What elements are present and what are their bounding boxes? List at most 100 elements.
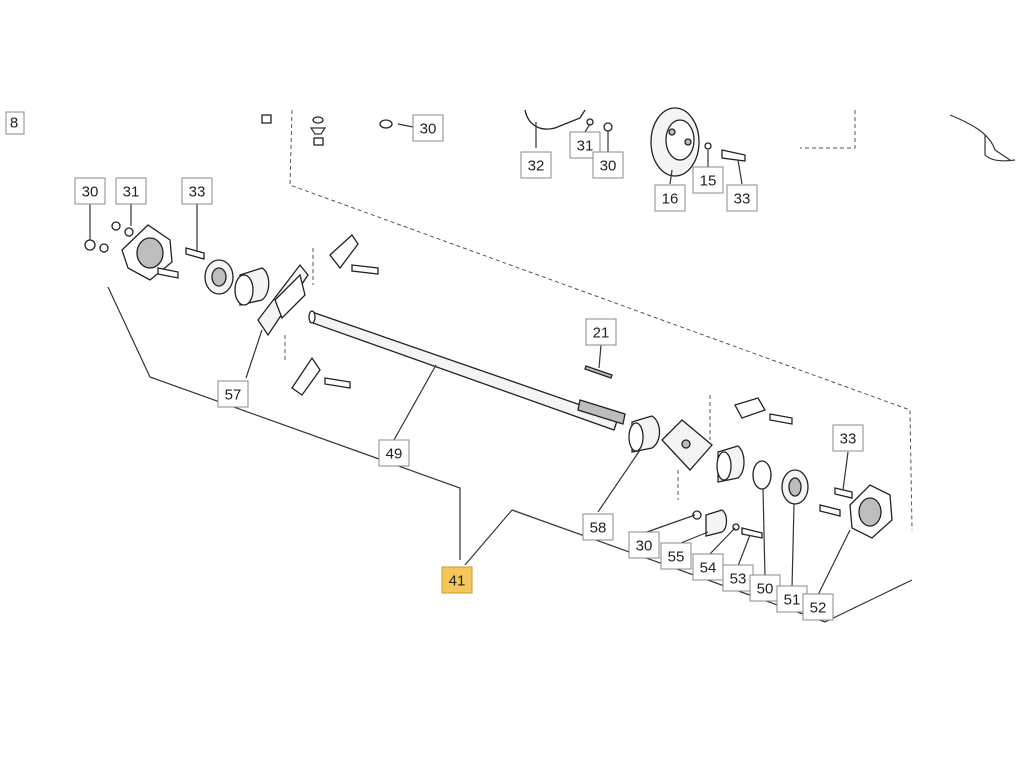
washer-30-right-icon bbox=[692, 510, 702, 520]
bolt-upper-left-icon bbox=[351, 264, 379, 275]
washer-30-left-icon bbox=[99, 243, 109, 253]
callout-c15: 15 bbox=[692, 166, 724, 194]
callout-number: 32 bbox=[528, 158, 545, 175]
upper-frame-outline bbox=[289, 109, 1016, 531]
washer-31-left-icon bbox=[124, 227, 134, 237]
callout-c32: 32 bbox=[520, 151, 552, 179]
callout-box bbox=[628, 531, 660, 559]
callout-c54: 54 bbox=[692, 553, 724, 581]
leader-lines bbox=[89, 122, 851, 596]
top-nut-icon bbox=[261, 114, 272, 124]
callout-c16: 16 bbox=[654, 184, 686, 212]
callout-c50: 50 bbox=[749, 574, 781, 602]
callout-c30b: 30 bbox=[628, 531, 660, 559]
callout-number: 51 bbox=[784, 592, 801, 609]
callout-box bbox=[115, 177, 147, 205]
callout-c21: 21 bbox=[585, 318, 617, 346]
callout-number: 58 bbox=[590, 520, 607, 537]
callout-number: 33 bbox=[734, 191, 751, 208]
left-end-parts bbox=[84, 221, 379, 396]
callout-number: 52 bbox=[810, 600, 827, 617]
callout-box bbox=[217, 380, 249, 408]
callout-c49: 49 bbox=[378, 439, 410, 467]
bolt-33-left-icon bbox=[185, 247, 205, 260]
washer-15-icon bbox=[704, 142, 712, 150]
pulley-hole-1-icon bbox=[668, 128, 676, 136]
bearing-left-bore-icon bbox=[211, 267, 227, 287]
callout-box bbox=[520, 151, 552, 179]
callout-box bbox=[832, 424, 864, 452]
callout-c53: 53 bbox=[722, 564, 754, 592]
bushing-58-face-icon bbox=[628, 422, 644, 452]
callout-number: 16 bbox=[662, 191, 679, 208]
callout-number: 30 bbox=[600, 158, 617, 175]
callout-number: 33 bbox=[840, 431, 857, 448]
callout-c57: 57 bbox=[217, 380, 249, 408]
callout-number: 41 bbox=[449, 573, 466, 590]
shaft-spline-icon bbox=[577, 399, 626, 425]
callout-c30d: 30 bbox=[592, 151, 624, 179]
callout-c41: 41 bbox=[441, 566, 473, 594]
bracket-right-hole-icon bbox=[681, 439, 691, 449]
housing-32-icon bbox=[524, 109, 586, 130]
page-reference-text: 8 bbox=[10, 115, 18, 132]
callout-c33a: 33 bbox=[181, 177, 213, 205]
flange-52-hole-icon bbox=[858, 497, 882, 527]
spacer-55-icon bbox=[705, 509, 728, 537]
callout-c30a: 30 bbox=[74, 177, 106, 205]
callout-box bbox=[441, 566, 473, 594]
callout-c58: 58 bbox=[582, 513, 614, 541]
callout-box bbox=[412, 114, 444, 142]
flange-hole-left-icon bbox=[136, 237, 164, 269]
top-washer-icon bbox=[312, 116, 324, 124]
shaft-end-icon bbox=[308, 310, 316, 324]
bolt-right-lower-icon bbox=[819, 504, 841, 517]
callout-c52: 52 bbox=[802, 593, 834, 621]
bolt-left-lower-icon bbox=[157, 267, 179, 279]
callout-box bbox=[726, 184, 758, 212]
page-reference: 8 bbox=[5, 111, 25, 135]
callout-box bbox=[802, 593, 834, 621]
assembly-bracket-lines bbox=[107, 286, 913, 623]
bolt-upper-right-icon bbox=[769, 413, 793, 425]
callout-number: 31 bbox=[123, 184, 140, 201]
callout-number: 30 bbox=[420, 121, 437, 138]
nut-30-top-icon bbox=[603, 122, 613, 132]
bolt-53-icon bbox=[741, 527, 763, 539]
callout-box bbox=[722, 564, 754, 592]
bolt-33-top-icon bbox=[721, 149, 746, 162]
callout-c31b: 31 bbox=[569, 131, 601, 159]
callout-number: 54 bbox=[700, 560, 717, 577]
callout-box bbox=[74, 177, 106, 205]
bracket-57-plate-icon bbox=[274, 273, 306, 320]
bolt-33-right-icon bbox=[834, 487, 853, 499]
callout-number: 55 bbox=[668, 549, 685, 566]
clip-lower-left-icon bbox=[291, 356, 321, 396]
callout-box bbox=[749, 574, 781, 602]
callout-box bbox=[582, 513, 614, 541]
callout-box bbox=[654, 184, 686, 212]
callout-box bbox=[660, 542, 692, 570]
bolt-lower-left-icon bbox=[324, 377, 351, 389]
callout-c55: 55 bbox=[660, 542, 692, 570]
callout-box bbox=[181, 177, 213, 205]
top-nut-2-icon bbox=[313, 137, 324, 146]
top-clip-icon bbox=[309, 127, 327, 135]
key-21-icon bbox=[584, 365, 613, 379]
callout-number: 33 bbox=[189, 184, 206, 201]
shaft-49 bbox=[308, 310, 626, 431]
callout-c33c: 33 bbox=[726, 184, 758, 212]
callout-c31a: 31 bbox=[115, 177, 147, 205]
callout-c30c: 30 bbox=[412, 114, 444, 142]
right-end-parts bbox=[628, 395, 893, 539]
clip-upper-right-icon bbox=[734, 397, 766, 419]
callout-number: 57 bbox=[225, 387, 242, 404]
snap-ring-50-icon bbox=[752, 460, 772, 490]
shaft-body-icon bbox=[309, 311, 619, 431]
callout-box bbox=[585, 318, 617, 346]
callout-number: 30 bbox=[636, 538, 653, 555]
pulley-hole-2-icon bbox=[684, 138, 692, 146]
bushing-left-face-icon bbox=[234, 274, 254, 306]
nut-30-left-icon bbox=[84, 239, 96, 251]
